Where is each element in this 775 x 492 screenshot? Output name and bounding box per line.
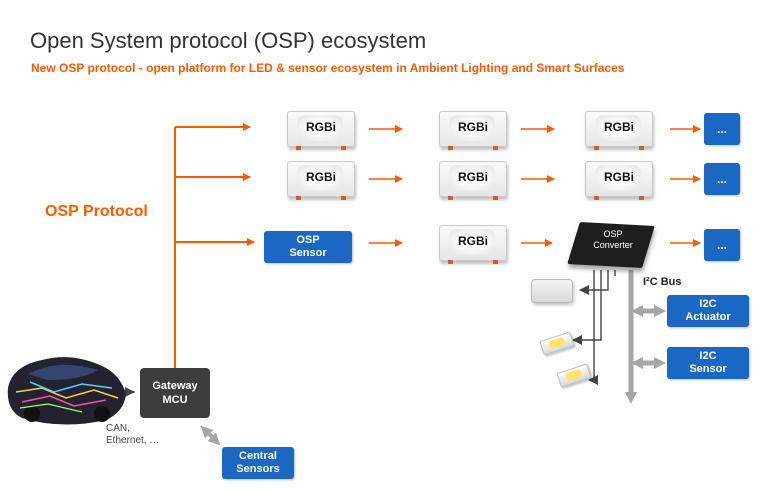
rgbi-led-icon: RGBi — [585, 161, 653, 200]
rgbi-led-icon: RGBi — [439, 111, 507, 150]
gateway-label: Gateway MCU — [152, 380, 198, 406]
more-box: ... — [704, 113, 740, 145]
more-label: ... — [716, 237, 727, 252]
osp-converter-label: OSP Converter — [578, 229, 648, 251]
converter-outputs — [572, 270, 616, 385]
rgbi-led-icon: RGBi — [439, 225, 507, 264]
more-label: ... — [716, 171, 727, 186]
led-label: RGBi — [458, 170, 488, 184]
osp-sensor-box: OSP Sensor — [264, 231, 352, 263]
rgbi-led-icon: RGBi — [439, 161, 507, 200]
more-label: ... — [716, 121, 727, 136]
led-label: RGBi — [458, 234, 488, 248]
i2c-bus-label: I²C Bus — [643, 276, 682, 288]
rgbi-led-icon: RGBi — [585, 111, 653, 150]
page-subtitle: New OSP protocol - open platform for LED… — [31, 61, 625, 75]
rgbi-led-icon: RGBi — [287, 111, 355, 150]
led-label: RGBi — [306, 120, 336, 134]
i2c-actuator-box: I2C Actuator — [667, 295, 749, 327]
more-box: ... — [704, 229, 740, 261]
i2c-bus — [625, 270, 666, 404]
central-sensors-box: Central Sensors — [222, 447, 294, 479]
page-title: Open System protocol (OSP) ecosystem — [30, 28, 427, 53]
chain-arrows — [369, 125, 701, 247]
central-sensors-label: Central Sensors — [236, 450, 280, 475]
i2c-sensor-label: I2C Sensor — [689, 350, 727, 375]
car-icon — [7, 357, 126, 425]
sensor-module-icon — [531, 279, 573, 303]
i2c-actuator-label: I2C Actuator — [685, 298, 731, 323]
led-label: RGBi — [604, 120, 634, 134]
led-label: RGBi — [604, 170, 634, 184]
i2c-sensor-box: I2C Sensor — [667, 347, 749, 379]
rgbi-led-icon: RGBi — [287, 161, 355, 200]
osp-trunk — [174, 123, 255, 368]
osp-protocol-label: OSP Protocol — [45, 203, 148, 220]
osp-sensor-label: OSP Sensor — [289, 234, 327, 259]
osp-converter-line-1: OSP — [603, 229, 623, 239]
more-box: ... — [704, 163, 740, 195]
led-label: RGBi — [306, 170, 336, 184]
osp-converter-line-2: Converter — [593, 240, 633, 250]
gateway-mcu-box: Gateway MCU — [140, 368, 210, 418]
led-label: RGBi — [458, 120, 488, 134]
bus-types-label: CAN, Ethernet, … — [106, 423, 160, 446]
